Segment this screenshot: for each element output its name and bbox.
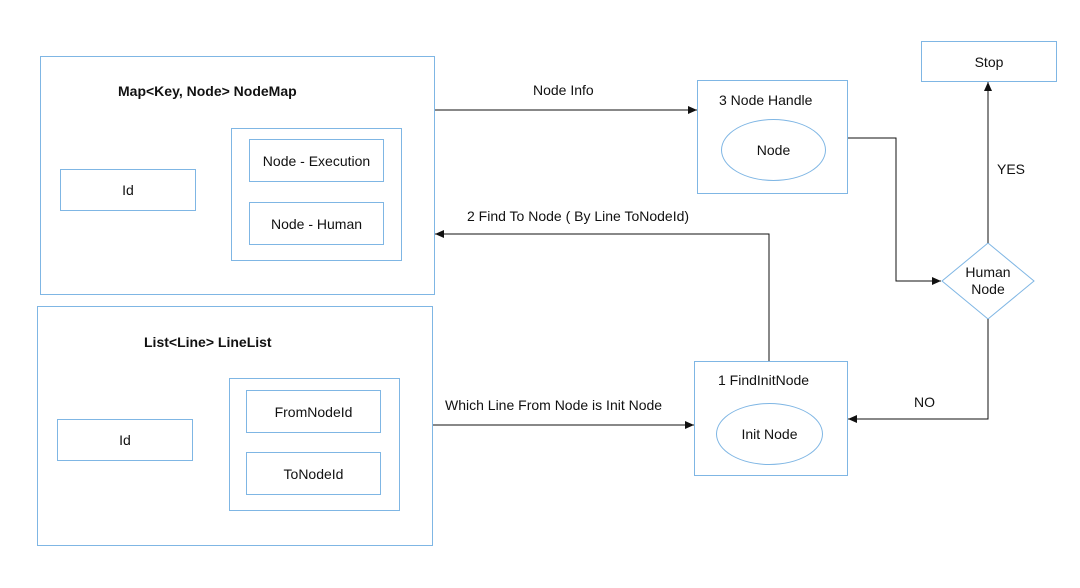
node-handle-title: 3 Node Handle [719,92,813,108]
line-list-id: Id [57,419,193,461]
node-map-item-human: Node - Human [249,202,384,245]
edge-handle-to-decision [848,137,941,285]
find-init-node-title: 1 FindInitNode [718,372,810,388]
decision-line2: Node [971,281,1005,297]
line-list-item-to: ToNodeId [246,452,381,495]
stop-box: Stop [921,41,1057,82]
line-list-title: List<Line> LineList [144,334,272,350]
edge-label-which-line: Which Line From Node is Init Node [445,397,663,413]
node-handle-ellipse: Node [721,119,826,181]
edge-no [848,319,989,423]
node-map-item-execution: Node - Execution [249,139,384,182]
decision-label: Human Node [948,264,1028,298]
edge-label-yes: YES [997,161,1026,177]
decision-line1: Human [965,264,1011,280]
edge-label-find-to-node: 2 Find To Node ( By Line ToNodeId) [467,208,690,224]
edge-label-no: NO [914,394,935,410]
line-list-item-from: FromNodeId [246,390,381,433]
find-init-node-ellipse: Init Node [716,403,823,465]
edge-find-to-node [435,230,770,361]
node-map-title: Map<Key, Node> NodeMap [118,83,297,99]
node-map-id: Id [60,169,196,211]
edge-label-node-info: Node Info [533,82,594,98]
